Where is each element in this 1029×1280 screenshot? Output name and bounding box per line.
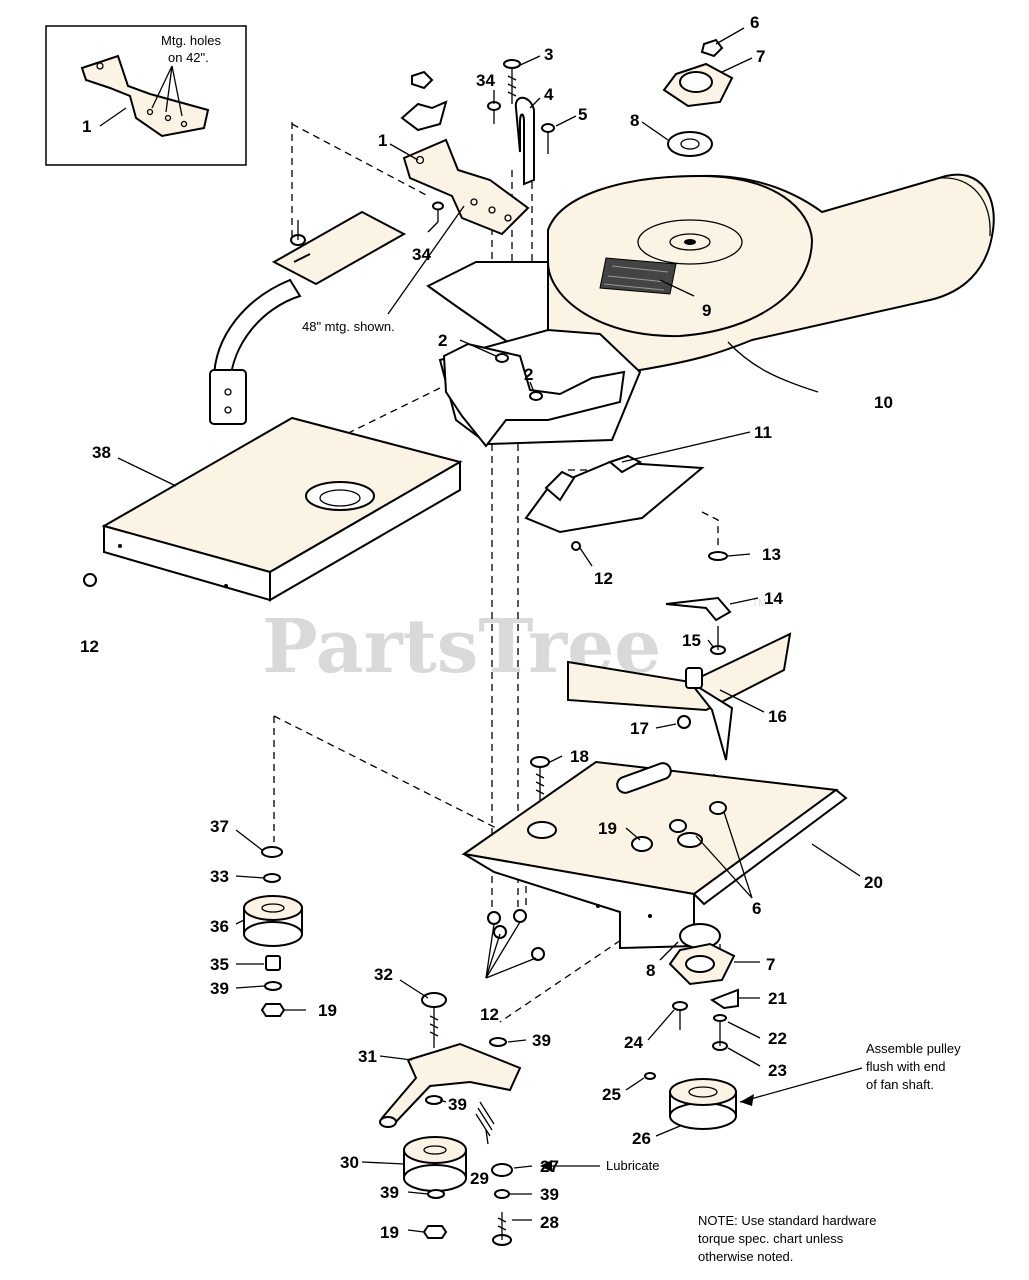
callout: 18 bbox=[570, 747, 589, 766]
callout: 34 bbox=[412, 245, 431, 264]
callout: 29 bbox=[470, 1169, 489, 1188]
belt-guide-21 bbox=[672, 988, 739, 1051]
callout: 17 bbox=[630, 719, 649, 738]
bearing-top bbox=[662, 38, 734, 157]
idler-pulley-30 bbox=[403, 1136, 467, 1239]
nut-12-left bbox=[83, 573, 97, 587]
callout: 4 bbox=[544, 85, 554, 104]
note-line1: NOTE: Use standard hardware bbox=[698, 1213, 876, 1228]
bolt-18 bbox=[530, 756, 550, 800]
callout-numbers: 6 7 3 34 4 5 8 1 34 9 2 2 10 38 11 12 13… bbox=[80, 13, 893, 1242]
watermark-tm: TM bbox=[752, 598, 766, 609]
mounting-bracket-1 bbox=[402, 138, 530, 236]
callout: 31 bbox=[358, 1047, 377, 1066]
deflector-2 bbox=[442, 342, 626, 448]
callout: 9 bbox=[702, 301, 711, 320]
note-line2: torque spec. chart unless bbox=[698, 1231, 844, 1246]
assemble-note-line3: of fan shaft. bbox=[866, 1077, 934, 1092]
note-line3: otherwise noted. bbox=[698, 1249, 793, 1264]
callout: 39 bbox=[540, 1185, 559, 1204]
callout: 10 bbox=[874, 393, 893, 412]
callout: 33 bbox=[210, 867, 229, 886]
cover-plate-38 bbox=[101, 416, 463, 602]
callout: 14 bbox=[764, 589, 783, 608]
bolt-3 bbox=[503, 59, 521, 104]
decal-9 bbox=[599, 257, 677, 295]
callout: 12 bbox=[594, 569, 613, 588]
base-plate-20 bbox=[461, 760, 848, 950]
wing-nut-assembly bbox=[400, 70, 448, 132]
leader-lines bbox=[117, 27, 863, 1233]
callout: 20 bbox=[864, 873, 883, 892]
callout: 7 bbox=[756, 47, 765, 66]
callout: 23 bbox=[768, 1061, 787, 1080]
inset-bracket bbox=[80, 54, 210, 138]
callout: 11 bbox=[754, 423, 772, 442]
callout: 34 bbox=[476, 71, 495, 90]
callout: 32 bbox=[374, 965, 393, 984]
switch-cable bbox=[209, 210, 407, 425]
callout: 27 bbox=[540, 1157, 559, 1176]
fan-pulley-26 bbox=[644, 1072, 737, 1130]
screw-5 bbox=[541, 123, 555, 154]
callout: 39 bbox=[380, 1183, 399, 1202]
inset-callout-1: 1 bbox=[82, 117, 91, 136]
mtg-shown-label: 48" mtg. shown. bbox=[302, 319, 395, 334]
callout: 38 bbox=[92, 443, 111, 462]
callout: 16 bbox=[768, 707, 787, 726]
callout: 30 bbox=[340, 1153, 359, 1172]
callout: 3 bbox=[544, 45, 553, 64]
left-pulley-stack bbox=[243, 846, 303, 1017]
callout: 22 bbox=[768, 1029, 787, 1048]
callout: 7 bbox=[766, 955, 775, 974]
lubricate-label: Lubricate bbox=[606, 1158, 659, 1173]
callout: 19 bbox=[380, 1223, 399, 1242]
callout: 37 bbox=[210, 817, 229, 836]
callout: 6 bbox=[752, 899, 761, 918]
callout: 39 bbox=[448, 1095, 467, 1114]
fan-housing bbox=[426, 173, 995, 446]
callout: 8 bbox=[646, 961, 655, 980]
callout: 26 bbox=[632, 1129, 651, 1148]
callout: 36 bbox=[210, 917, 229, 936]
callout: 6 bbox=[750, 13, 759, 32]
bearing-lower bbox=[668, 923, 736, 986]
mounting-plate-11 bbox=[524, 454, 705, 551]
callout: 12 bbox=[80, 637, 99, 656]
callout: 35 bbox=[210, 955, 229, 974]
inset-note-line1: Mtg. holes bbox=[161, 33, 221, 48]
idler-arm-31 bbox=[379, 992, 522, 1246]
callout: 1 bbox=[378, 131, 387, 150]
u-bolt-4 bbox=[514, 96, 535, 186]
callout: 24 bbox=[624, 1033, 643, 1052]
callout: 12 bbox=[480, 1005, 499, 1024]
callout: 19 bbox=[318, 1001, 337, 1020]
callout: 15 bbox=[682, 631, 701, 650]
callout: 28 bbox=[540, 1213, 559, 1232]
nut-cluster-12 bbox=[487, 909, 545, 961]
assemble-note-line1: Assemble pulley bbox=[866, 1041, 961, 1056]
assemble-note-line2: flush with end bbox=[866, 1059, 946, 1074]
callout: 2 bbox=[438, 331, 447, 350]
blade-assembly bbox=[567, 551, 792, 761]
callout: 13 bbox=[762, 545, 781, 564]
callout: 19 bbox=[598, 819, 617, 838]
inset-box: Mtg. holes on 42". 1 bbox=[45, 25, 247, 166]
callout: 2 bbox=[524, 365, 533, 384]
callout: 39 bbox=[532, 1031, 551, 1050]
callout: 8 bbox=[630, 111, 639, 130]
callout: 5 bbox=[578, 105, 587, 124]
callout: 39 bbox=[210, 979, 229, 998]
callout: 21 bbox=[768, 989, 787, 1008]
inset-note-line2: on 42". bbox=[168, 50, 209, 65]
callout: 25 bbox=[602, 1085, 621, 1104]
